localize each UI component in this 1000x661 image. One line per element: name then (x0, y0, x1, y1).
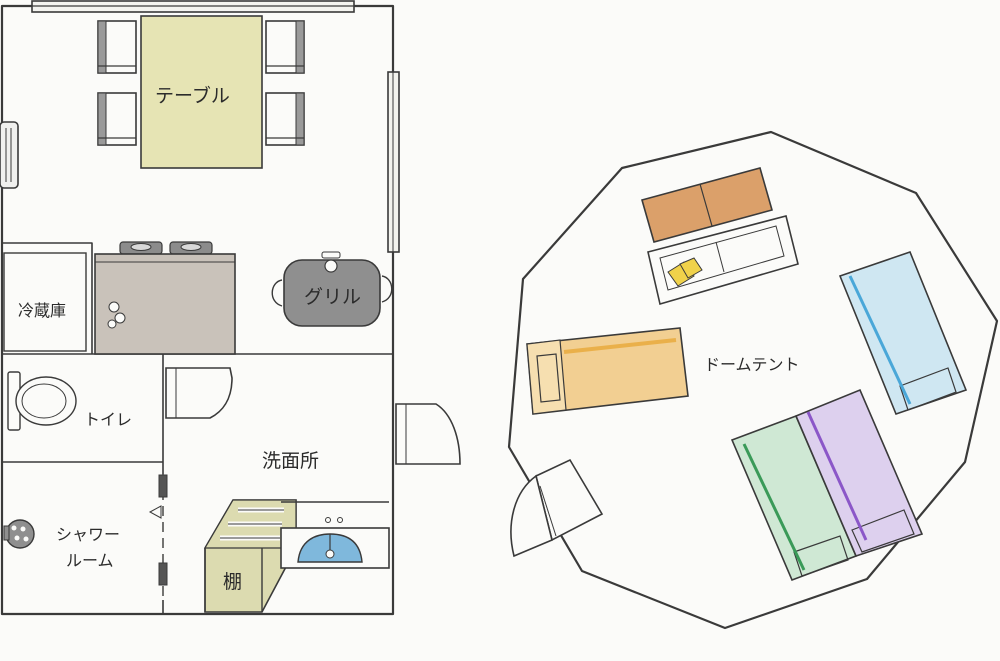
dome-tent-label: ドームテント (704, 355, 800, 374)
refrigerator-label: 冷蔵庫 (18, 301, 66, 320)
toilet-door (165, 367, 233, 419)
tent-bed-blue (838, 250, 968, 416)
cushion-2 (679, 257, 703, 279)
building-plan: テーブル 冷蔵庫 (0, 0, 461, 616)
chair-left-top (97, 20, 137, 74)
shower-label-line2: ルーム (66, 551, 114, 570)
kitchen-faucet (107, 301, 126, 329)
wall-heater (0, 121, 19, 189)
grill (271, 251, 393, 327)
wash-basin (280, 501, 390, 569)
chair-right-top (265, 20, 305, 74)
dome-tent: ドームテント (507, 130, 999, 630)
exterior-door (395, 403, 461, 465)
chair-left-bottom (97, 92, 137, 146)
sofa (641, 167, 799, 306)
shelf-label: 棚 (223, 571, 242, 593)
washroom-label: 洗面所 (262, 450, 319, 472)
tent-bed-green (730, 414, 858, 582)
refrigerator (3, 252, 87, 352)
chair-right-bottom (265, 92, 305, 146)
stove-burners (119, 241, 213, 255)
tent-door (510, 458, 604, 558)
toilet-label: トイレ (84, 410, 132, 429)
table-label: テーブル (155, 84, 230, 107)
toilet (7, 371, 77, 431)
shower-label-line1: シャワー (56, 525, 120, 544)
tent-bed-purple (794, 388, 924, 557)
shower-door (148, 474, 168, 600)
dining-table (140, 15, 263, 169)
grill-label: グリル (304, 286, 361, 308)
tent-bed-center (526, 327, 689, 415)
shower-head (3, 519, 35, 549)
